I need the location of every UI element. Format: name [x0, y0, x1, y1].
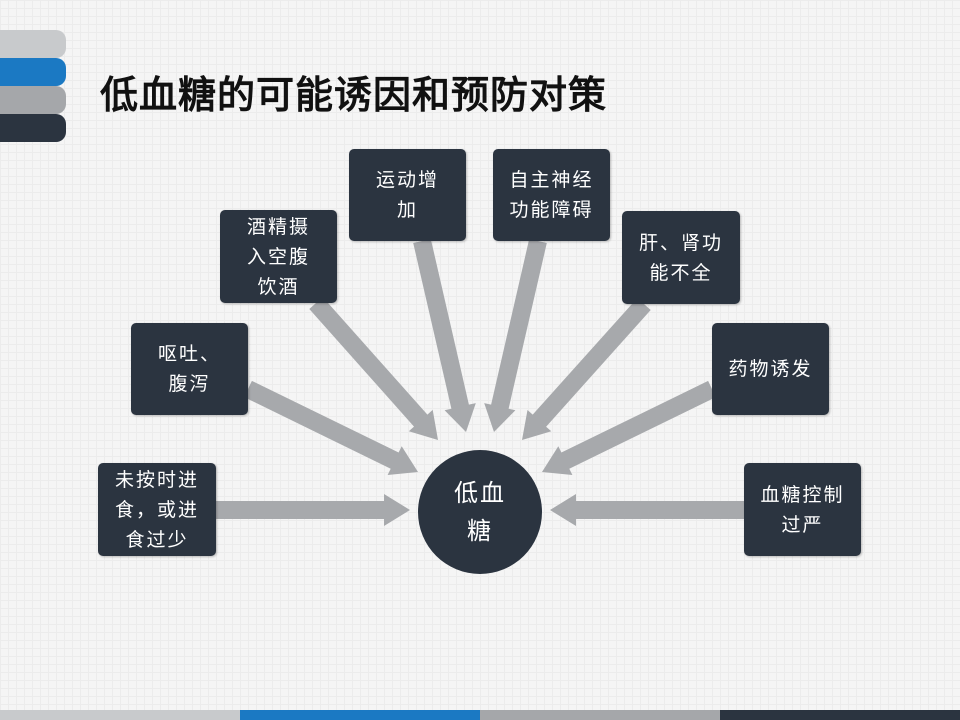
arrow-cause-6 [522, 298, 651, 440]
center-node-hypoglycemia: 低血 糖 [418, 450, 542, 574]
cause-box-autonomic-neuropathy: 自主神经 功能障碍 [493, 149, 610, 241]
bottom-bar-3 [480, 710, 720, 720]
side-tab-3 [0, 86, 66, 114]
arrow-cause-1 [216, 494, 410, 526]
arrow-cause-8 [550, 494, 744, 526]
slide-title: 低血糖的可能诱因和预防对策 [100, 72, 608, 117]
cause-box-irregular-meals: 未按时进 食，或进 食过少 [98, 463, 216, 556]
arrow-cause-2 [244, 380, 418, 475]
cause-box-drug-induced: 药物诱发 [712, 323, 829, 415]
cause-box-vomiting-diarrhea: 呕吐、 腹泻 [131, 323, 248, 415]
bottom-bar-2 [240, 710, 480, 720]
bottom-bar-4 [720, 710, 960, 720]
side-tab-1 [0, 30, 66, 58]
cause-box-liver-kidney: 肝、肾功 能不全 [622, 211, 740, 304]
side-tab-4 [0, 114, 66, 142]
cause-box-exercise: 运动增 加 [349, 149, 466, 241]
side-tab-2 [0, 58, 66, 86]
cause-box-strict-control: 血糖控制 过严 [744, 463, 861, 556]
arrow-cause-3 [309, 297, 438, 440]
arrow-cause-7 [542, 380, 716, 475]
arrow-cause-5 [484, 239, 547, 432]
arrow-cause-4 [413, 239, 476, 432]
cause-box-alcohol: 酒精摄 入空腹 饮酒 [220, 210, 337, 303]
bottom-bar-1 [0, 710, 240, 720]
